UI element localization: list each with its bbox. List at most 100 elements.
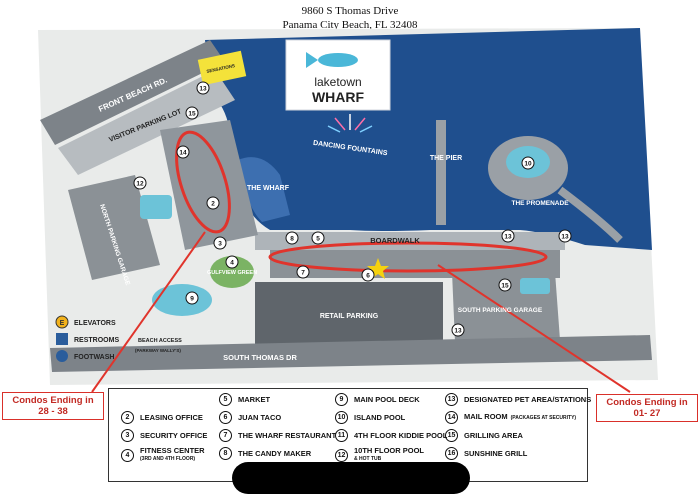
- legend-label: DESIGNATED PET AREA/STATIONS: [464, 394, 592, 404]
- legend-label-text: MAIL ROOM: [464, 412, 508, 421]
- wharf-water: [238, 157, 290, 222]
- callout-right: Condos Ending in 01- 27: [596, 394, 698, 422]
- visitor-parking-lot: [58, 70, 235, 175]
- legend-item: 14 MAIL ROOM(PACKAGES AT SECURITY): [445, 411, 576, 424]
- legend-number: 7: [219, 429, 232, 442]
- legend-number: 6: [219, 411, 232, 424]
- label-beach-access: BEACH ACCESS: [138, 338, 182, 344]
- map-marker-number: 3: [218, 241, 222, 248]
- label-retail-parking: RETAIL PARKING: [320, 313, 379, 320]
- elevator-icon: [55, 315, 69, 329]
- legend-label: FITNESS CENTER(3RD AND 4TH FLOOR): [140, 447, 205, 463]
- map-marker-badge: [361, 268, 375, 282]
- map-marker-number: 13: [454, 328, 462, 335]
- map-marker-badge: [185, 106, 199, 120]
- map-marker-number: 10: [524, 161, 532, 168]
- key-footwash: FOOTWASH: [74, 354, 114, 361]
- the-pier: [436, 120, 446, 225]
- legend-label: MAIN POOL DECK: [354, 394, 420, 404]
- map-marker-badge: [501, 229, 515, 243]
- legend-number: 14: [445, 411, 458, 424]
- legend-item: 7 THE WHARF RESTAURANT: [219, 429, 336, 442]
- map-marker-number: 8: [290, 236, 294, 243]
- gulfview-green: [210, 256, 254, 288]
- legend-number: 9: [335, 393, 348, 406]
- restroom-icon: [56, 333, 68, 345]
- legend-number: 5: [219, 393, 232, 406]
- fish-logo-icon: [306, 52, 358, 68]
- legend-label: SECURITY OFFICE: [140, 430, 208, 440]
- map-marker-number: 12: [136, 181, 144, 188]
- front-beach-road: [40, 40, 225, 145]
- map-marker-badge: [558, 229, 572, 243]
- map-marker-badge: [498, 278, 512, 292]
- legend-label-text: JUAN TACO: [238, 412, 282, 422]
- legend-label-text: SECURITY OFFICE: [140, 430, 208, 440]
- logo-box: [285, 39, 391, 111]
- legend-number: 10: [335, 411, 348, 424]
- callout-right-line1: Condos Ending in: [606, 397, 688, 408]
- legend-label: GRILLING AREA: [464, 430, 523, 440]
- map-marker-badge: [285, 231, 299, 245]
- map-key: E ELEVATORS RESTROOMS FOOTWASH: [55, 315, 119, 362]
- map-marker-badge: [451, 323, 465, 337]
- label-the-pier: THE PIER: [430, 155, 462, 162]
- redaction-bar: [232, 462, 470, 494]
- legend-number: 16: [445, 447, 458, 460]
- legend-label-text: THE WHARF RESTAURANT: [238, 430, 337, 440]
- legend-label-text: 4TH FLOOR KIDDIE POOL: [354, 430, 448, 440]
- legend-label-text: GRILLING AREA: [464, 430, 523, 440]
- legend-number: 13: [445, 393, 458, 406]
- legend-label-text: DESIGNATED PET AREA/STATIONS: [464, 394, 592, 404]
- map-marker-badge: [185, 291, 199, 305]
- map-marker-badge: [296, 265, 310, 279]
- sensations-lot: [197, 50, 247, 86]
- map-marker-badge: [133, 176, 147, 190]
- legend-item: 16 SUNSHINE GRILL: [445, 447, 527, 460]
- callout-right-line2: 01- 27: [633, 408, 661, 419]
- address-line-1: 9860 S Thomas Drive: [301, 5, 399, 17]
- address-header: 9860 S Thomas Drive Panama City Beach, F…: [0, 4, 700, 32]
- map-marker-number: 13: [199, 86, 207, 93]
- map-marker-number: 4: [230, 260, 234, 267]
- address-line-2: Panama City Beach, FL 32408: [282, 19, 418, 31]
- label-sensations: SENSATIONS: [206, 63, 235, 74]
- label-south-thomas: SOUTH THOMAS DR: [223, 353, 297, 362]
- map-marker-number: 14: [179, 150, 187, 157]
- legend-sublabel: (3RD AND 4TH FLOOR): [140, 456, 196, 462]
- highlight-west-building: [175, 130, 231, 234]
- legend-label: 10TH FLOOR POOL& HOT TUB: [354, 447, 424, 463]
- legend-number: 15: [445, 429, 458, 442]
- map-marker-badge: [311, 231, 325, 245]
- legend-label-text: MAIN POOL DECK: [354, 394, 420, 404]
- north-parking-garage: [68, 175, 160, 280]
- legend-label-text: 10TH FLOOR POOL: [354, 446, 425, 455]
- map-marker-badge: [206, 196, 220, 210]
- callout-left-line2: 28 - 38: [38, 406, 68, 417]
- label-the-promenade: THE PROMENADE: [511, 200, 569, 207]
- legend-label: SUNSHINE GRILL: [464, 449, 527, 458]
- callout-left-line1: Condos Ending in: [12, 395, 94, 406]
- key-elevators: ELEVATORS: [74, 320, 116, 327]
- legend-number: 2: [121, 411, 134, 424]
- legend-sublabel: (PACKAGES AT SECURITY): [510, 415, 577, 421]
- map-marker-number: 13: [504, 234, 512, 241]
- map-marker-number: 15: [501, 283, 509, 290]
- legend-label: THE WHARF RESTAURANT: [238, 430, 337, 440]
- legend-label: JUAN TACO: [238, 412, 282, 422]
- map-marker-number: 13: [561, 234, 569, 241]
- map-marker-badge: [225, 255, 239, 269]
- key-restrooms: RESTROOMS: [74, 337, 119, 344]
- south-thomas-road: [50, 335, 652, 372]
- legend-label-text: ISLAND POOL: [354, 412, 406, 422]
- label-beach-access-sub: (PARKWAY WALLY'S): [135, 348, 181, 353]
- highlight-boardwalk: [268, 241, 548, 273]
- map-marker-number: 9: [190, 296, 194, 303]
- logo-line-1: laketown: [314, 75, 361, 89]
